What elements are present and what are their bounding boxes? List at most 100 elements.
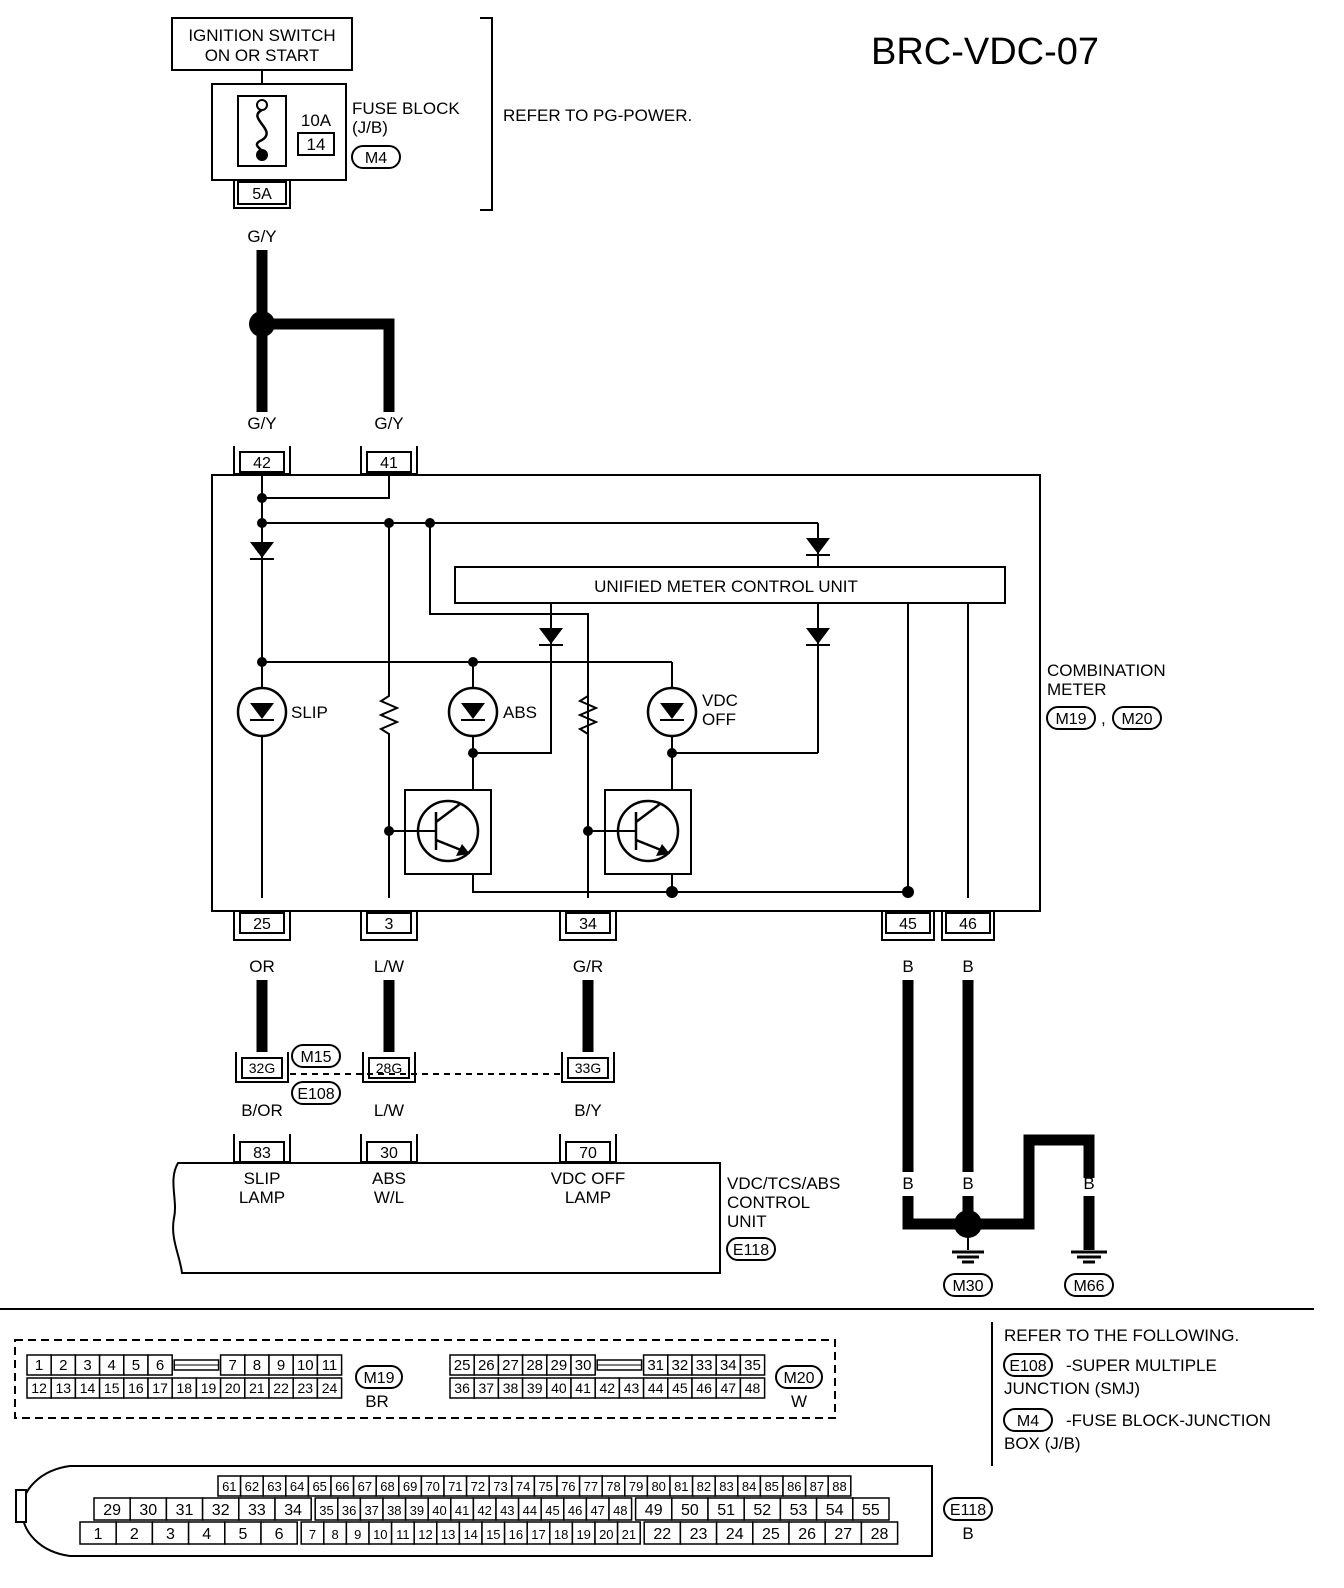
- connector-cavity: 30: [139, 1502, 157, 1519]
- pin-34: 34: [579, 916, 597, 933]
- connector-cavity: 40: [551, 1380, 567, 1396]
- fuse-block-connector: M4: [365, 150, 387, 167]
- connector-cavity: 6: [275, 1526, 284, 1543]
- connector-cavity: 43: [500, 1503, 514, 1518]
- connector-cavity: 62: [245, 1479, 259, 1494]
- pin-41: 41: [380, 455, 398, 472]
- connector-cavity: 72: [471, 1479, 485, 1494]
- connector-cavity: 84: [742, 1479, 756, 1494]
- connector-cavity: 5: [132, 1357, 140, 1374]
- gnd-b2: B: [962, 1174, 973, 1193]
- connector-cavity: 36: [454, 1380, 470, 1396]
- refer-item2-conn: M4: [1017, 1413, 1039, 1430]
- connector-cavity: 48: [613, 1503, 627, 1518]
- joint-connectors: 32G 28G 33G M15 E108: [235, 1044, 615, 1105]
- lamp-abs: ABS: [503, 703, 537, 722]
- connector-cavity: 25: [762, 1526, 780, 1543]
- pin-45: 45: [899, 916, 917, 933]
- connector-cavity: 8: [253, 1357, 261, 1374]
- connector-cavity: 21: [249, 1380, 265, 1396]
- connector-cavity: 23: [690, 1526, 708, 1543]
- wire-gnd45-color: B: [902, 957, 913, 976]
- combination-meter-box: [211, 474, 1041, 912]
- unit-connector: E118: [733, 1242, 769, 1259]
- connector-cavity: 8: [331, 1527, 338, 1542]
- connector-cavity: 76: [561, 1479, 575, 1494]
- connector-e118-id: E118: [950, 1502, 986, 1519]
- connector-cavity: 80: [651, 1479, 665, 1494]
- connector-cavity: 55: [862, 1502, 880, 1519]
- connector-cavity: 43: [624, 1380, 640, 1396]
- connector-cavity: 63: [267, 1479, 281, 1494]
- ground-m66: M66: [1073, 1278, 1104, 1295]
- connector-cavity: 20: [599, 1527, 613, 1542]
- lamp-slip: SLIP: [291, 703, 328, 722]
- connector-cavity: 41: [455, 1503, 469, 1518]
- refer-following: REFER TO THE FOLLOWING. E108 -SUPER MULT…: [1003, 1326, 1271, 1453]
- pin-33g: 33G: [575, 1060, 601, 1076]
- unit-vdc-2: LAMP: [565, 1188, 611, 1207]
- wire-branch-right-color: G/Y: [374, 414, 403, 433]
- connector-cavity: 44: [648, 1380, 664, 1396]
- connector-cavity: 22: [653, 1526, 671, 1543]
- connector-cavity: 16: [509, 1527, 523, 1542]
- pin-42: 42: [253, 455, 271, 472]
- connector-cavity: 30: [575, 1357, 592, 1374]
- connector-cavity: 33: [696, 1357, 713, 1374]
- wire-slip-color: OR: [249, 957, 275, 976]
- connector-cavity: 29: [103, 1502, 121, 1519]
- connector-cavity: 48: [745, 1380, 761, 1396]
- pin-25: 25: [253, 916, 271, 933]
- wire-gnd46-color: B: [962, 957, 973, 976]
- connector-cavity: 33: [248, 1502, 266, 1519]
- diagram-id: BRC-VDC-07: [871, 31, 1099, 73]
- connector-cavity: 3: [83, 1357, 91, 1374]
- connector-cavity: 21: [622, 1527, 636, 1542]
- connector-cavity: 45: [672, 1380, 688, 1396]
- connector-cavity: 31: [176, 1502, 194, 1519]
- connector-cavity: 53: [790, 1502, 808, 1519]
- wire-vdc-color: G/R: [573, 957, 603, 976]
- connector-cavity: 45: [545, 1503, 559, 1518]
- unit-label-1: VDC/TCS/ABS: [727, 1174, 840, 1193]
- unit-vdc-1: VDC OFF: [551, 1169, 626, 1188]
- connector-cavity: 75: [538, 1479, 552, 1494]
- combination-meter-conn1: M19: [1055, 711, 1086, 728]
- refer-following-title: REFER TO THE FOLLOWING.: [1004, 1326, 1239, 1345]
- refer-pg-power: REFER TO PG-POWER.: [503, 106, 692, 125]
- connector-cavity: 13: [56, 1380, 72, 1396]
- connector-cavity: 71: [448, 1479, 462, 1494]
- connector-cavity: 11: [322, 1357, 338, 1374]
- connector-cavity: 9: [354, 1527, 361, 1542]
- connector-cavity: 5: [238, 1526, 247, 1543]
- gnd-b1: B: [902, 1174, 913, 1193]
- connector-cavity: 81: [674, 1479, 688, 1494]
- connector-cavity: 87: [810, 1479, 824, 1494]
- connector-cavity: 38: [387, 1503, 401, 1518]
- meter-internal-wiring: UNIFIED METER CONTROL UNIT SLIP ABS VDC …: [236, 474, 1006, 898]
- connector-cavity: 17: [152, 1380, 168, 1396]
- connector-cavity: 50: [681, 1502, 699, 1519]
- connector-cavity: 28: [526, 1357, 543, 1374]
- fuse-block-jb: (J/B): [352, 118, 388, 137]
- connector-cavity: 14: [463, 1527, 477, 1542]
- connector-cavity: 10: [373, 1527, 387, 1542]
- refer-item1-conn: E108: [1009, 1358, 1046, 1375]
- connector-cavity: 69: [403, 1479, 417, 1494]
- connector-cavity: 32: [212, 1502, 230, 1519]
- connector-cavity: 32: [672, 1357, 689, 1374]
- connector-cavity: 83: [719, 1479, 733, 1494]
- connector-m20-id: M20: [783, 1370, 814, 1387]
- connector-cavity: 66: [335, 1479, 349, 1494]
- pin-32g: 32G: [249, 1060, 275, 1076]
- fuse-terminal-5a: 5A: [252, 186, 272, 203]
- connector-cavity: 77: [584, 1479, 598, 1494]
- connector-cavity: 39: [410, 1503, 424, 1518]
- connector-cavity: 7: [229, 1357, 237, 1374]
- connector-m19-id: M19: [363, 1370, 394, 1387]
- lamp-off: OFF: [702, 710, 736, 729]
- connector-cavity: 46: [696, 1380, 712, 1396]
- wire-vdc-lower-color: B/Y: [574, 1101, 601, 1120]
